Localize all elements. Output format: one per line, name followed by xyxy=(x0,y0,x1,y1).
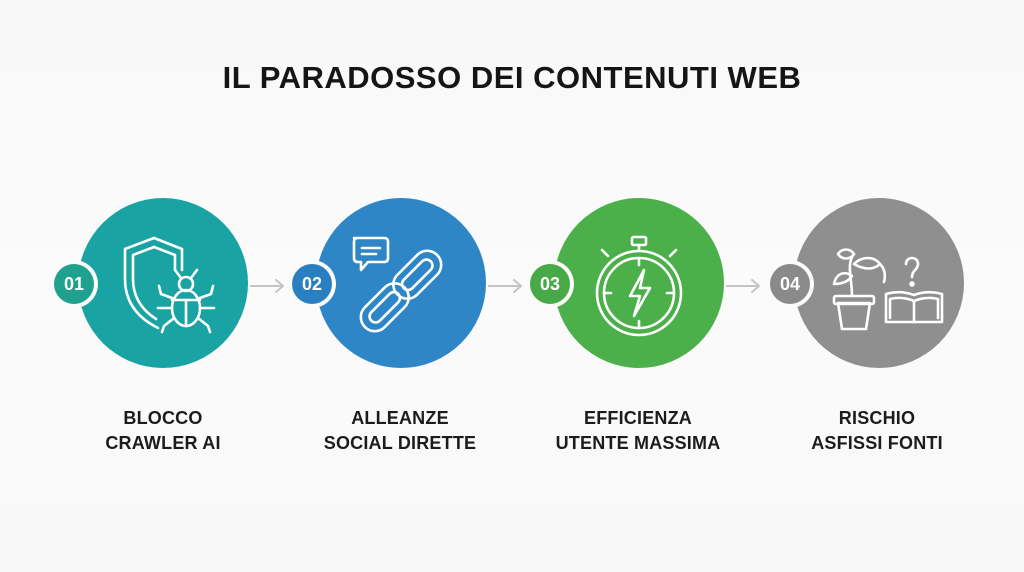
step-2-number: 02 xyxy=(292,264,332,304)
step-3-badge: 03 xyxy=(526,260,574,308)
step-4-label-line1: RISCHIO xyxy=(838,408,916,428)
step-3-label-line2: UTENTE MASSIMA xyxy=(555,433,721,453)
step-4: 04 xyxy=(766,198,974,378)
step-1-circle xyxy=(78,198,248,368)
step-3-label-line1: EFFICIENZA xyxy=(584,408,692,428)
step-1-number: 01 xyxy=(54,264,94,304)
step-4-label-line2: ASFISSI FONTI xyxy=(811,433,943,453)
step-1-badge: 01 xyxy=(50,260,98,308)
page-title: IL PARADOSSO DEI CONTENUTI WEB xyxy=(222,60,802,95)
step-3-label: EFFICIENZA UTENTE MASSIMA xyxy=(528,406,748,456)
step-1-label-line1: BLOCCO xyxy=(123,408,203,428)
step-2-label-line2: SOCIAL DIRETTE xyxy=(323,433,477,453)
step-3: 03 xyxy=(526,198,734,378)
arrow-right-icon xyxy=(488,279,522,293)
step-4-number: 04 xyxy=(770,264,810,304)
arrow-right-icon xyxy=(726,279,760,293)
step-2-label: ALLEANZE SOCIAL DIRETTE xyxy=(290,406,510,456)
step-1-label-line2: CRAWLER AI xyxy=(105,433,221,453)
shield-bug-icon xyxy=(123,236,216,334)
wilted-plant-book-icon xyxy=(832,248,944,331)
step-4-circle xyxy=(794,198,964,368)
step-2-label-line1: ALLEANZE xyxy=(351,408,449,428)
step-4-badge: 04 xyxy=(766,260,814,308)
step-2: 02 xyxy=(288,198,496,378)
arrow-right-icon xyxy=(250,279,284,293)
step-2-badge: 02 xyxy=(288,260,336,308)
step-3-circle xyxy=(554,198,724,368)
step-3-number: 03 xyxy=(530,264,570,304)
step-1-label: BLOCCO CRAWLER AI xyxy=(53,406,273,456)
step-4-label: RISCHIO ASFISSI FONTI xyxy=(767,406,987,456)
chain-link-chat-icon xyxy=(352,236,443,333)
step-1: 01 xyxy=(50,198,258,378)
step-2-circle xyxy=(316,198,486,368)
stopwatch-lightning-icon xyxy=(595,235,683,337)
